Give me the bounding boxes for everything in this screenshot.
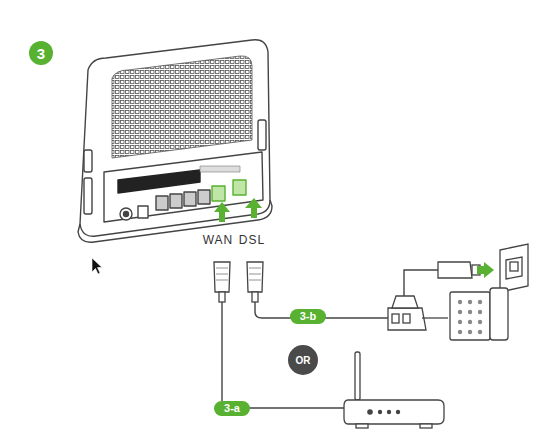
step-number: 3: [29, 41, 53, 65]
port-label: WAN: [202, 233, 235, 247]
port-label: DSL: [238, 233, 266, 247]
callout-number: 3-b: [290, 309, 326, 324]
callout-number: 3-a: [214, 401, 250, 416]
node-text: 3-a: [224, 402, 240, 414]
node-text: OR: [296, 355, 311, 366]
or-badge: OR: [288, 345, 318, 375]
node-text: 3: [37, 45, 45, 62]
node-text: 3-b: [300, 310, 317, 322]
